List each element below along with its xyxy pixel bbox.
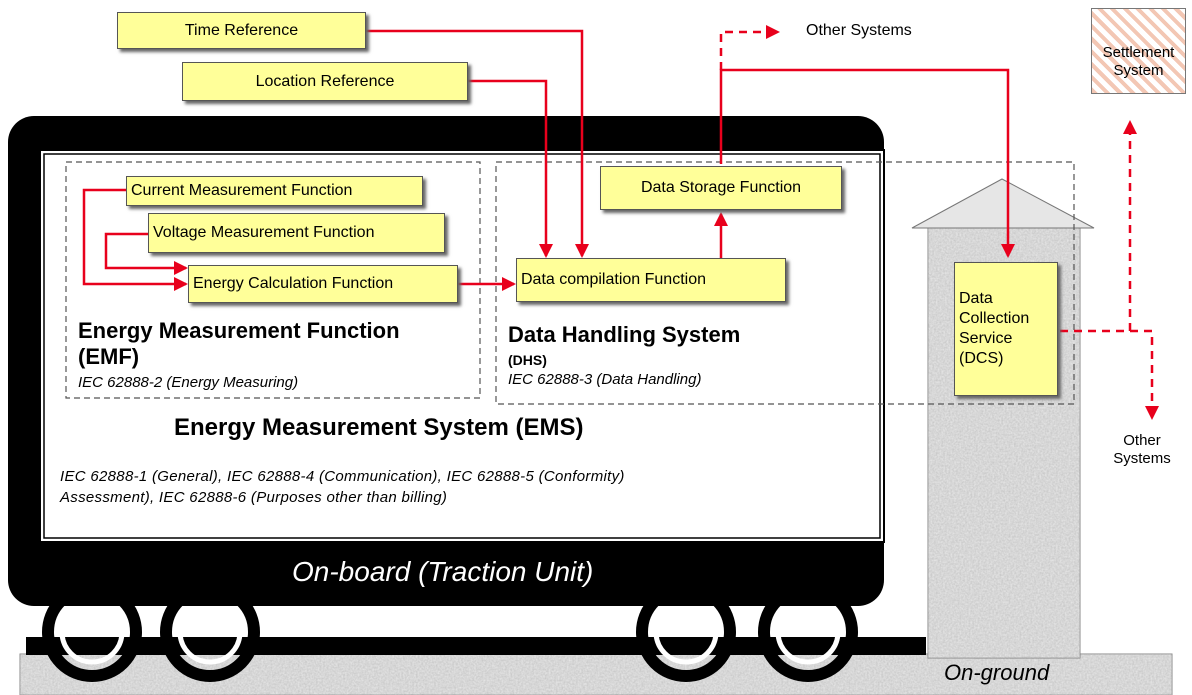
dcs-line2: Collection xyxy=(959,310,1030,327)
flow-arrows xyxy=(82,29,1015,291)
onground-label: On-ground xyxy=(944,660,1050,685)
ems-standards-line2: Assessment), IEC 62888-6 (Purposes other… xyxy=(60,489,448,506)
location-reference-label: Location Reference xyxy=(255,72,395,90)
current-measurement-label: Current Measurement Function xyxy=(131,182,353,199)
other-systems-right-line2: Systems xyxy=(1113,450,1171,467)
emf-standard: IEC 62888-2 (Energy Measuring) xyxy=(78,374,299,391)
voltage-measurement-label: Voltage Measurement Function xyxy=(153,224,375,241)
time-reference-box: Time Reference xyxy=(117,12,366,49)
current-measurement-box: Current Measurement Function xyxy=(126,176,423,206)
data-storage-label: Data Storage Function xyxy=(640,179,802,196)
dashed-arrows xyxy=(719,25,1159,420)
dcs-line4: (DCS) xyxy=(959,350,1004,367)
emf-title: Energy Measurement Function (EMF) xyxy=(78,318,400,370)
other-systems-right-line1: Other xyxy=(1123,432,1161,449)
emf-boundary xyxy=(65,161,481,399)
ground-station xyxy=(911,178,1095,659)
voltage-measurement-box: Voltage Measurement Function xyxy=(148,213,445,253)
ems-standards: IEC 62888-1 (General), IEC 62888-4 (Comm… xyxy=(60,466,625,508)
data-compilation-label: Data compilation Function xyxy=(521,271,706,288)
other-systems-top-label: Other Systems xyxy=(806,22,912,39)
time-reference-label: Time Reference xyxy=(184,21,299,39)
dhs-abbr: (DHS) xyxy=(508,352,547,368)
data-storage-box: Data Storage Function xyxy=(600,166,842,210)
other-systems-right-label: Other Systems xyxy=(1110,432,1174,468)
dcs-line3: Service xyxy=(959,330,1013,347)
data-compilation-box: Data compilation Function xyxy=(516,258,786,302)
settlement-label-line2: System xyxy=(1113,62,1164,79)
ems-standards-line1: IEC 62888-1 (General), IEC 62888-4 (Comm… xyxy=(60,468,625,485)
dhs-title: Data Handling System xyxy=(508,322,741,347)
energy-calculation-label: Energy Calculation Function xyxy=(193,275,394,292)
emf-title-line1: Energy Measurement Function xyxy=(78,318,400,343)
energy-calculation-box: Energy Calculation Function xyxy=(188,265,458,303)
dcs-line1: Data xyxy=(959,290,993,307)
ems-title: Energy Measurement System (EMS) xyxy=(174,414,584,441)
dhs-standard: IEC 62888-3 (Data Handling) xyxy=(508,371,702,388)
location-reference-box: Location Reference xyxy=(182,62,468,101)
emf-title-line2: (EMF) xyxy=(78,344,140,369)
settlement-label-line1: Settlement xyxy=(1102,44,1175,61)
onboard-label: On-board (Traction Unit) xyxy=(292,556,594,587)
dcs-box: Data Collection Service (DCS) xyxy=(954,262,1058,396)
settlement-system-box: Settlement System xyxy=(1091,8,1186,94)
